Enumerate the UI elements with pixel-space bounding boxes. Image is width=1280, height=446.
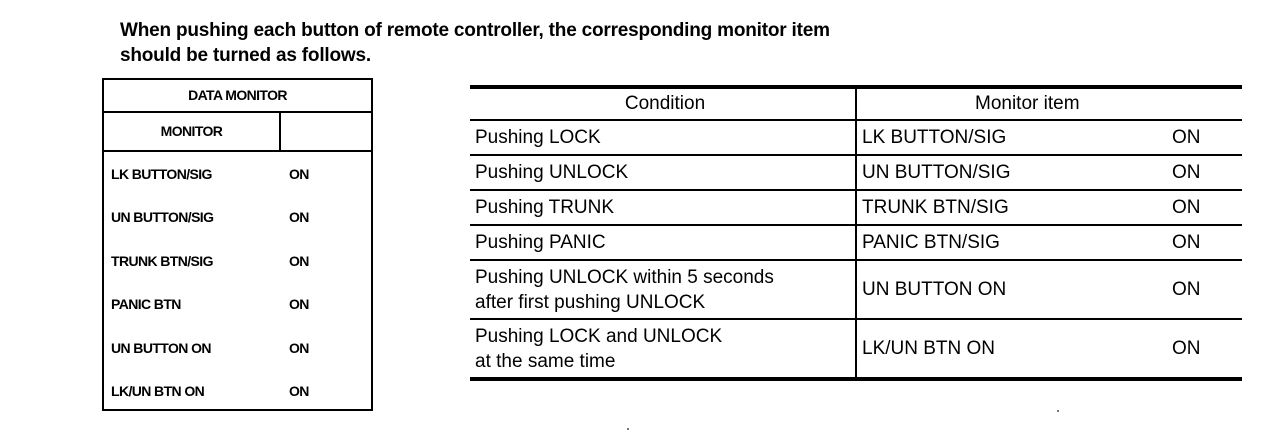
monitor-item-value: ON: [289, 252, 309, 269]
condition-text: Pushing LOCK: [475, 126, 601, 148]
condition-cell: Pushing UNLOCK within 5 seconds after fi…: [470, 260, 857, 320]
condition-header: Condition: [470, 87, 857, 121]
monitor-item-cell: UN BUTTON ON: [856, 260, 1166, 320]
table-row: Pushing UNLOCK within 5 seconds after fi…: [470, 260, 1242, 320]
monitor-row: LK/UN BTN ON ON: [104, 370, 371, 414]
monitor-item-name: LK BUTTON/SIG: [111, 165, 212, 182]
monitor-value-cell: ON: [1166, 190, 1242, 226]
monitor-item-cell: UN BUTTON/SIG: [856, 155, 1166, 191]
data-monitor-panel: DATA MONITOR MONITOR LK BUTTON/SIG ON UN …: [102, 78, 373, 411]
condition-cell: Pushing PANIC: [470, 225, 857, 261]
monitor-item-cell: PANIC BTN/SIG: [856, 225, 1166, 261]
monitor-item-name: PANIC BTN: [111, 296, 181, 313]
table-row: Pushing LOCK and UNLOCK at the same time…: [470, 319, 1242, 379]
monitor-value-cell: ON: [1166, 260, 1242, 320]
data-monitor-title: DATA MONITOR: [104, 80, 371, 113]
condition-text: Pushing UNLOCK within 5 seconds: [475, 266, 774, 288]
monitor-row: TRUNK BTN/SIG ON: [104, 239, 371, 283]
monitor-item-value: ON: [289, 165, 309, 182]
data-monitor-header: MONITOR: [104, 113, 371, 152]
intro-line-2: should be turned as follows.: [120, 45, 371, 66]
monitor-value-cell: ON: [1166, 225, 1242, 261]
monitor-value-cell: ON: [1172, 338, 1201, 359]
table-row: Pushing UNLOCK UN BUTTON/SIG ON: [470, 155, 1242, 191]
table-row: Pushing PANIC PANIC BTN/SIG ON: [470, 225, 1242, 261]
condition-cell: Pushing LOCK and UNLOCK at the same time: [470, 319, 857, 379]
condition-table-header-row: Condition Monitor item: [470, 87, 1242, 121]
monitor-item-value: ON: [289, 339, 309, 356]
monitor-item-header: Monitor item: [856, 87, 1242, 121]
condition-text: Pushing PANIC: [475, 231, 606, 253]
monitor-item-name: TRUNK BTN/SIG: [111, 252, 213, 269]
monitor-row: LK BUTTON/SIG ON: [104, 152, 371, 196]
monitor-value-cell: ON: [1166, 120, 1242, 156]
condition-table: Condition Monitor item Pushing LOCK LK B…: [470, 85, 1242, 381]
monitor-item-value: ON: [289, 209, 309, 226]
condition-cell: Pushing LOCK: [470, 120, 857, 156]
monitor-row: UN BUTTON/SIG ON: [104, 196, 371, 240]
condition-text: after first pushing UNLOCK: [475, 291, 706, 313]
scan-speck: [1057, 410, 1059, 412]
condition-text: at the same time: [475, 350, 616, 372]
intro-line-1: When pushing each button of remote contr…: [120, 20, 830, 41]
monitor-item-name: UN BUTTON/SIG: [111, 209, 214, 226]
monitor-value-cell: ON: [1166, 155, 1242, 191]
table-row: Pushing TRUNK TRUNK BTN/SIG ON: [470, 190, 1242, 226]
monitor-item-cell: TRUNK BTN/SIG: [856, 190, 1166, 226]
table-row: Pushing LOCK LK BUTTON/SIG ON: [470, 120, 1242, 156]
monitor-item-value: ON: [289, 383, 309, 400]
monitor-row: UN BUTTON ON ON: [104, 326, 371, 370]
monitor-item-value: ON: [289, 296, 309, 313]
monitor-row: PANIC BTN ON: [104, 283, 371, 327]
monitor-item-name: LK/UN BTN ON: [111, 383, 205, 400]
monitor-item-cell: LK/UN BTN ON: [862, 338, 996, 359]
data-monitor-rows: LK BUTTON/SIG ON UN BUTTON/SIG ON TRUNK BT…: [104, 152, 371, 413]
intro-text: When pushing each button of remote contr…: [120, 18, 830, 68]
condition-cell: Pushing TRUNK: [470, 190, 857, 226]
condition-text: Pushing UNLOCK: [475, 161, 629, 183]
monitor-item-cell: LK BUTTON/SIG: [856, 120, 1166, 156]
monitor-item-name: UN BUTTON ON: [111, 339, 211, 356]
monitor-column-header: MONITOR: [104, 113, 281, 150]
condition-text: Pushing LOCK and UNLOCK: [475, 325, 723, 347]
scan-speck: [627, 428, 629, 430]
condition-cell: Pushing UNLOCK: [470, 155, 857, 191]
condition-text: Pushing TRUNK: [475, 196, 615, 218]
